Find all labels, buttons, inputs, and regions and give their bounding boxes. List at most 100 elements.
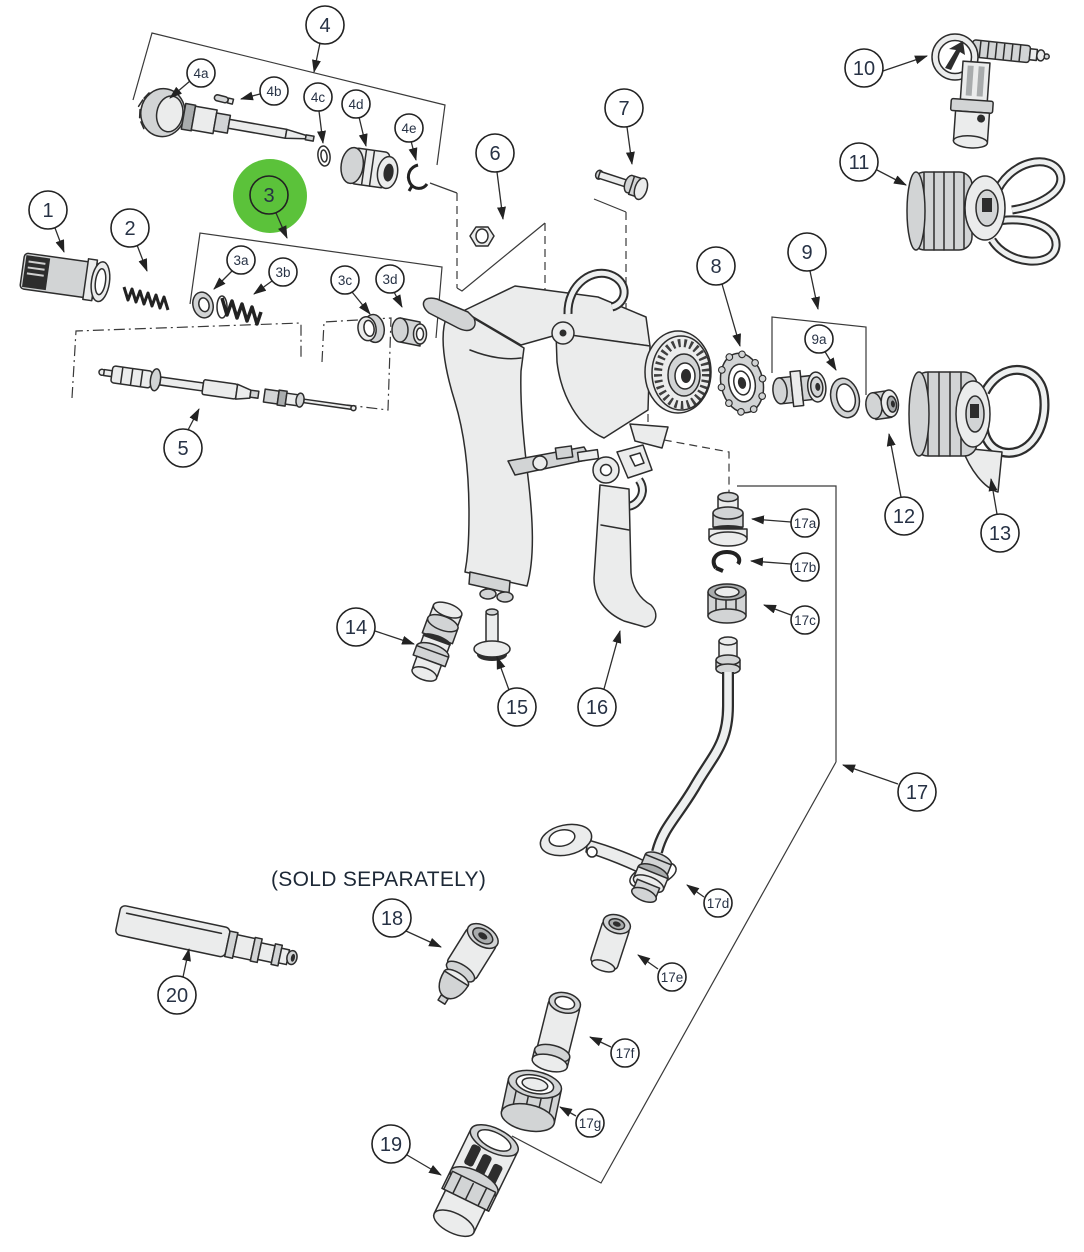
callout-6[interactable]: 6 <box>475 133 515 173</box>
callout-label-6: 6 <box>489 143 500 165</box>
callout-17a[interactable]: 17a <box>790 508 820 538</box>
callout-circle-4c[interactable] <box>303 82 333 112</box>
callout-circle-4d[interactable] <box>341 89 371 119</box>
leader-line-4b <box>240 91 261 101</box>
callout-circle-3d[interactable] <box>375 264 405 294</box>
callout-15[interactable]: 15 <box>497 687 537 727</box>
callout-17b[interactable]: 17b <box>790 552 820 582</box>
callout-label-3a: 3a <box>233 253 249 268</box>
callout-17[interactable]: 17 <box>897 772 937 812</box>
group-boxes <box>71 32 867 1184</box>
part-17f-cylinder-drawing <box>531 991 582 1073</box>
callout-label-2: 2 <box>124 218 135 240</box>
callout-circle-4b[interactable] <box>259 76 289 106</box>
callout-4d[interactable]: 4d <box>341 89 371 119</box>
leader-line-4c <box>317 110 326 144</box>
callout-17e[interactable]: 17e <box>657 962 687 992</box>
callout-circle-17g[interactable] <box>575 1108 605 1138</box>
part-11-tip-guard-drawing <box>906 157 1066 266</box>
callout-3a[interactable]: 3a <box>226 245 256 275</box>
callout-circle-6[interactable] <box>475 133 515 173</box>
callout-17d[interactable]: 17d <box>703 888 733 918</box>
callout-circle-3a[interactable] <box>226 245 256 275</box>
callout-circle-13[interactable] <box>980 513 1020 553</box>
callout-5[interactable]: 5 <box>163 428 203 468</box>
callout-circle-17e[interactable] <box>657 962 687 992</box>
callout-4a[interactable]: 4a <box>186 58 216 88</box>
callout-9a[interactable]: 9a <box>804 324 834 354</box>
callout-3c[interactable]: 3c <box>330 265 360 295</box>
part-17b-clip-drawing <box>711 550 742 573</box>
callout-circle-18[interactable] <box>372 898 412 938</box>
callout-circle-17f[interactable] <box>610 1038 640 1068</box>
callout-circle-17[interactable] <box>897 772 937 812</box>
callout-14[interactable]: 14 <box>336 607 376 647</box>
part-3d-nut-drawing <box>391 317 428 347</box>
callout-13[interactable]: 13 <box>980 513 1020 553</box>
leader-line-2 <box>136 244 148 272</box>
part-3a-seal-drawing <box>192 291 214 319</box>
callout-4[interactable]: 4 <box>305 5 345 45</box>
callout-circle-17c[interactable] <box>790 605 820 635</box>
callout-circle-17a[interactable] <box>790 508 820 538</box>
callout-circle-4e[interactable] <box>394 113 424 143</box>
callout-17c[interactable]: 17c <box>790 605 820 635</box>
callout-12[interactable]: 12 <box>884 496 924 536</box>
callout-circle-17b[interactable] <box>790 552 820 582</box>
part-17e-cylinder-drawing <box>590 913 632 973</box>
callout-3[interactable]: 3 <box>249 175 289 215</box>
callout-circle-8[interactable] <box>696 246 736 286</box>
callout-10[interactable]: 10 <box>844 48 884 88</box>
callout-11[interactable]: 11 <box>839 142 879 182</box>
leader-line-4 <box>312 42 321 73</box>
callout-circle-3c[interactable] <box>330 265 360 295</box>
callout-label-4d: 4d <box>348 97 363 112</box>
callout-circle-5[interactable] <box>163 428 203 468</box>
callout-label-8: 8 <box>710 256 721 278</box>
callout-circle-2[interactable] <box>110 208 150 248</box>
callout-2[interactable]: 2 <box>110 208 150 248</box>
callout-circle-4[interactable] <box>305 5 345 45</box>
callout-circle-7[interactable] <box>604 88 644 128</box>
leader-line-3d <box>392 291 403 308</box>
callout-circle-17d[interactable] <box>703 888 733 918</box>
callout-circle-9[interactable] <box>787 232 827 272</box>
callout-circle-16[interactable] <box>577 687 617 727</box>
callout-20[interactable]: 20 <box>157 975 197 1015</box>
callout-4e[interactable]: 4e <box>394 113 424 143</box>
leader-line-17e <box>637 954 659 970</box>
callout-circle-12[interactable] <box>884 496 924 536</box>
callout-7[interactable]: 7 <box>604 88 644 128</box>
part-3c-seal-drawing <box>357 313 386 344</box>
callout-17f[interactable]: 17f <box>610 1038 640 1068</box>
leader-line-17c <box>763 604 792 616</box>
callout-1[interactable]: 1 <box>28 190 68 230</box>
callout-circle-15[interactable] <box>497 687 537 727</box>
callout-17g[interactable]: 17g <box>575 1108 605 1138</box>
callout-3b[interactable]: 3b <box>268 257 298 287</box>
callout-circle-3[interactable] <box>249 175 289 215</box>
callout-circle-19[interactable] <box>371 1124 411 1164</box>
callout-4c[interactable]: 4c <box>303 82 333 112</box>
callout-circle-11[interactable] <box>839 142 879 182</box>
callout-circle-9a[interactable] <box>804 324 834 354</box>
part-18-fitting-drawing <box>437 922 499 1005</box>
leader-line-3c <box>351 291 371 315</box>
callout-circle-20[interactable] <box>157 975 197 1015</box>
callout-8[interactable]: 8 <box>696 246 736 286</box>
callout-9[interactable]: 9 <box>787 232 827 272</box>
callout-circle-10[interactable] <box>844 48 884 88</box>
callout-label-4b: 4b <box>266 84 281 99</box>
callout-16[interactable]: 16 <box>577 687 617 727</box>
callout-3d[interactable]: 3d <box>375 264 405 294</box>
callout-label-17: 17 <box>906 782 928 804</box>
callout-18[interactable]: 18 <box>372 898 412 938</box>
callout-circle-1[interactable] <box>28 190 68 230</box>
leader-line-19 <box>406 1154 442 1176</box>
callout-4b[interactable]: 4b <box>259 76 289 106</box>
callout-label-15: 15 <box>506 697 528 719</box>
callout-19[interactable]: 19 <box>371 1124 411 1164</box>
callout-circle-14[interactable] <box>336 607 376 647</box>
callout-circle-4a[interactable] <box>186 58 216 88</box>
callout-circle-3b[interactable] <box>268 257 298 287</box>
